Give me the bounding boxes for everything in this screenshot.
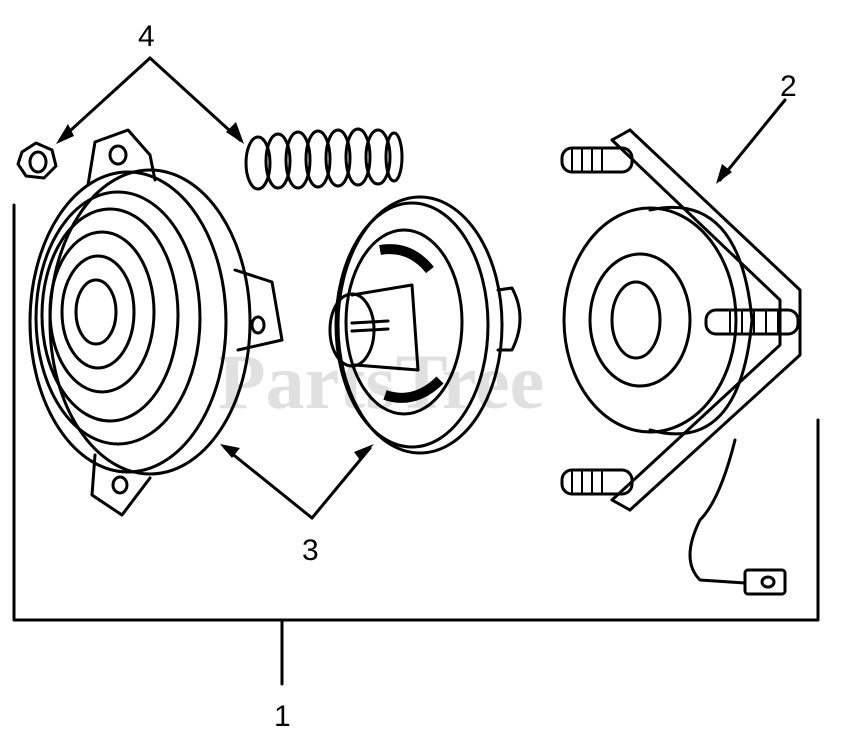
field-coil-assembly — [560, 128, 802, 596]
assembly-bracket — [12, 203, 820, 686]
callout-leaders — [58, 56, 787, 520]
callout-label-2: 2 — [780, 70, 797, 103]
armature-winding — [379, 244, 444, 403]
brake-plate-housing — [28, 128, 284, 517]
callout-label-3: 3 — [302, 534, 319, 567]
armature-hub — [328, 195, 522, 455]
watermark-text: PartsTree — [218, 338, 544, 425]
stud-threads — [571, 148, 779, 494]
callout-label-4: 4 — [138, 20, 155, 53]
hex-nut — [16, 141, 58, 180]
coil-spring — [244, 127, 404, 191]
leader-arrowheads — [56, 122, 732, 460]
callout-label-1: 1 — [274, 700, 291, 733]
